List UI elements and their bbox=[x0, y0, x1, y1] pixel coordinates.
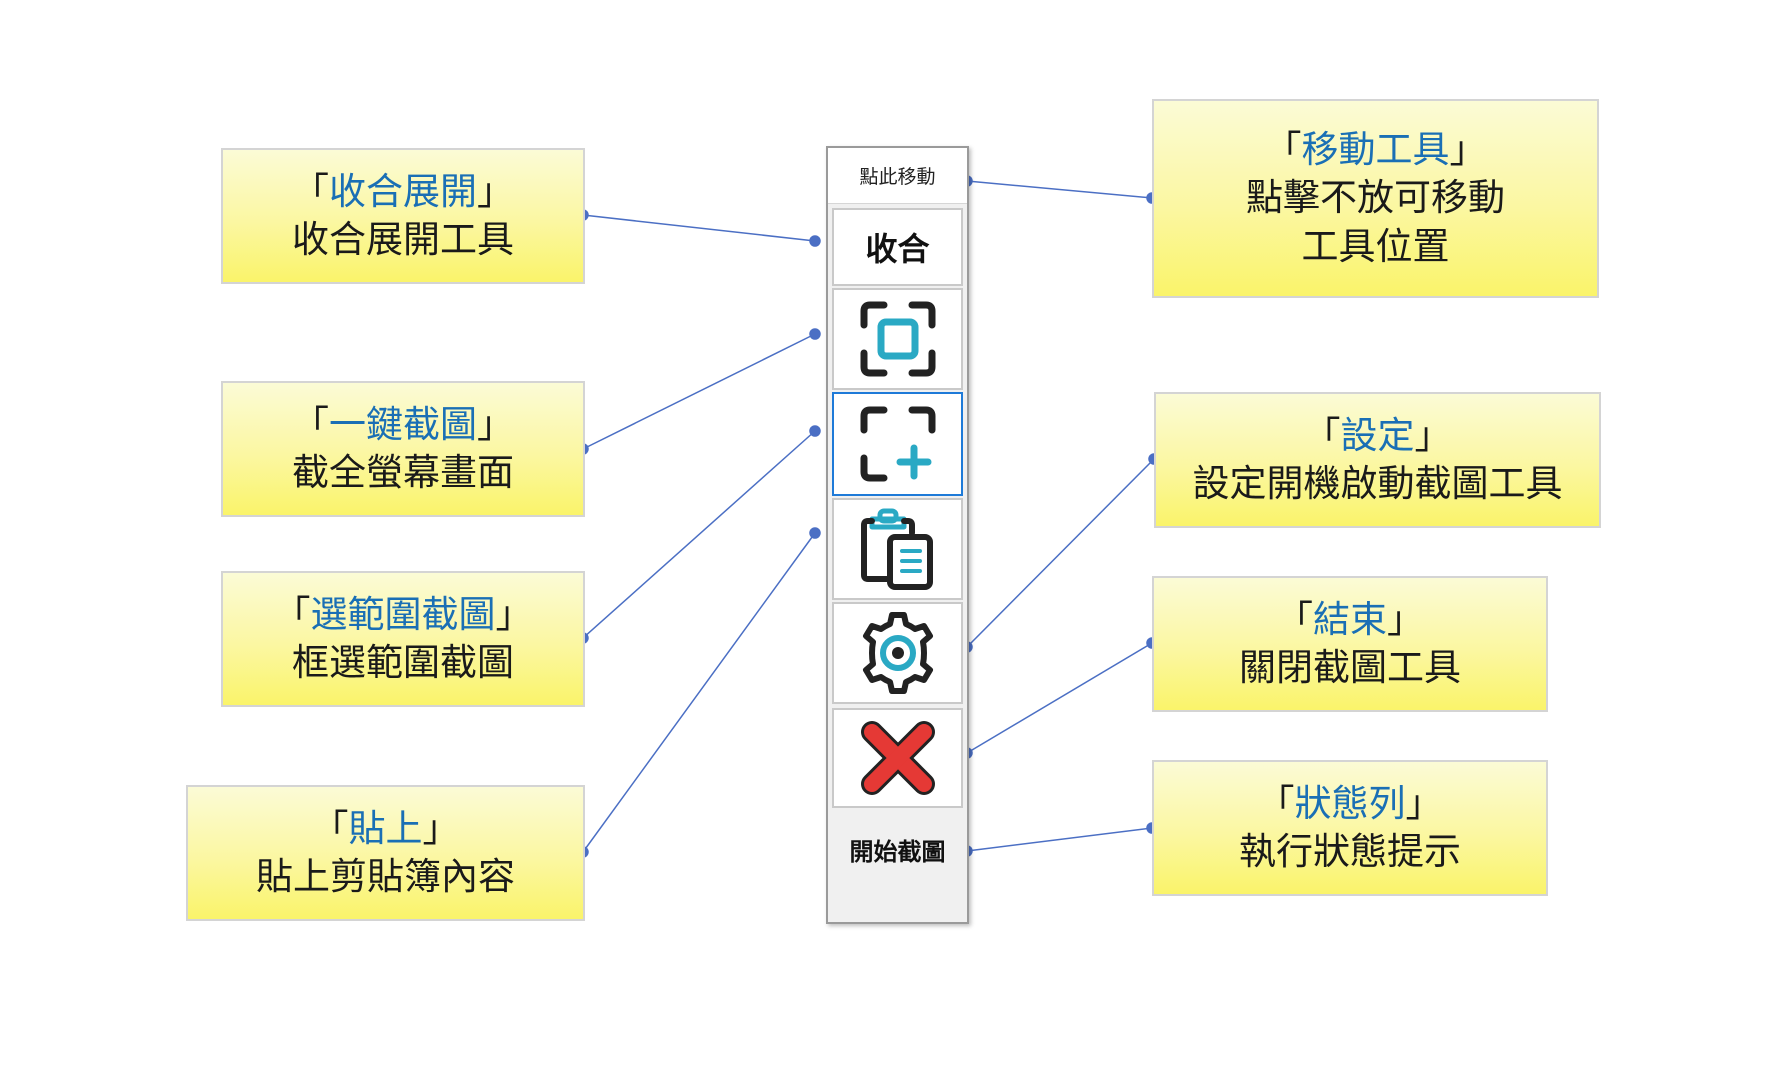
close-bracket: 」 bbox=[1449, 128, 1487, 172]
close-bracket: 」 bbox=[1387, 597, 1424, 641]
paste-button[interactable] bbox=[832, 498, 963, 600]
open-bracket: 「 bbox=[1257, 781, 1295, 825]
move-handle-label: 點此移動 bbox=[859, 166, 936, 188]
open-bracket: 「 bbox=[273, 592, 311, 636]
callout-region: 「選範圍截圖」 框選範圍截圖 bbox=[221, 571, 585, 707]
callout-settings: 「設定」 設定開機啟動截圖工具 bbox=[1154, 392, 1601, 528]
callout-paste: 「貼上」 貼上剪貼簿內容 bbox=[186, 785, 585, 921]
clipboard-icon bbox=[860, 508, 933, 590]
callout-close: 「結束」 關閉截圖工具 bbox=[1152, 576, 1548, 712]
callout-desc: 收合展開工具 bbox=[292, 218, 514, 261]
connector-region bbox=[582, 430, 816, 639]
connector-fullscreen bbox=[582, 333, 816, 450]
callout-desc: 點擊不放可移動 bbox=[1246, 176, 1505, 220]
close-bracket: 」 bbox=[1414, 413, 1452, 457]
callout-name: 設定 bbox=[1340, 413, 1415, 457]
callout-move: 「移動工具」 點擊不放可移動 工具位置 bbox=[1152, 99, 1599, 298]
connector-dot bbox=[809, 328, 821, 340]
callout-title: 「選範圍截圖」 bbox=[274, 591, 533, 639]
close-icon bbox=[860, 721, 935, 795]
status-bar: 開始截圖 bbox=[828, 810, 967, 920]
callout-fullscreen: 「一鍵截圖」 截全螢幕畫面 bbox=[221, 381, 585, 517]
callout-name: 貼上 bbox=[348, 806, 423, 850]
callout-name: 移動工具 bbox=[1301, 128, 1450, 172]
callout-desc: 貼上剪貼簿內容 bbox=[256, 855, 515, 898]
connector-close bbox=[966, 642, 1153, 754]
capture-toolbar: 點此移動 收合 bbox=[826, 146, 969, 924]
connector-dot bbox=[809, 425, 821, 437]
open-bracket: 「 bbox=[1303, 413, 1341, 457]
open-bracket: 「 bbox=[292, 169, 329, 213]
close-bracket: 」 bbox=[495, 592, 533, 636]
callout-title: 「移動工具」 bbox=[1265, 126, 1487, 174]
callout-desc: 框選範圍截圖 bbox=[292, 641, 514, 684]
settings-button[interactable] bbox=[832, 602, 963, 704]
callout-name: 一鍵截圖 bbox=[329, 402, 477, 446]
connector-move bbox=[966, 180, 1153, 199]
callout-title: 「設定」 bbox=[1304, 412, 1452, 460]
callout-desc: 截全螢幕畫面 bbox=[292, 451, 514, 494]
status-text: 開始截圖 bbox=[849, 838, 946, 866]
fullscreen-capture-button[interactable] bbox=[832, 288, 963, 390]
callout-title: 「一鍵截圖」 bbox=[292, 401, 514, 449]
callout-title: 「狀態列」 bbox=[1258, 780, 1443, 828]
close-bracket: 」 bbox=[477, 169, 514, 213]
callout-name: 收合展開 bbox=[329, 169, 477, 213]
callout-desc: 執行狀態提示 bbox=[1239, 830, 1461, 873]
connector-dot bbox=[809, 527, 821, 539]
connector-paste bbox=[582, 532, 816, 853]
open-bracket: 「 bbox=[1264, 128, 1302, 172]
open-bracket: 「 bbox=[292, 402, 329, 446]
connector-status bbox=[966, 827, 1153, 852]
callout-desc: 設定開機啟動截圖工具 bbox=[1192, 462, 1563, 505]
close-bracket: 」 bbox=[477, 402, 514, 446]
open-bracket: 「 bbox=[311, 806, 349, 850]
region-capture-button[interactable] bbox=[832, 392, 963, 496]
callout-title: 「貼上」 bbox=[312, 805, 460, 853]
callout-title: 「收合展開」 bbox=[292, 168, 514, 216]
connector-settings bbox=[966, 458, 1155, 648]
callout-desc: 關閉截圖工具 bbox=[1239, 646, 1461, 689]
callout-name: 結束 bbox=[1313, 597, 1387, 641]
callout-status: 「狀態列」 執行狀態提示 bbox=[1152, 760, 1548, 896]
callout-name: 選範圍截圖 bbox=[310, 592, 496, 636]
callout-title: 「結束」 bbox=[1276, 596, 1424, 644]
fullscreen-capture-icon bbox=[860, 301, 935, 377]
close-button[interactable] bbox=[832, 708, 963, 808]
open-bracket: 「 bbox=[1276, 597, 1313, 641]
callout-desc: 工具位置 bbox=[1301, 224, 1450, 268]
connector-collapse bbox=[582, 214, 816, 242]
callout-name: 狀態列 bbox=[1294, 781, 1406, 825]
region-capture-icon bbox=[860, 406, 935, 482]
gear-icon bbox=[862, 612, 933, 694]
connector-dot bbox=[809, 235, 821, 247]
collapse-button-label: 收合 bbox=[865, 230, 930, 268]
close-bracket: 」 bbox=[422, 806, 460, 850]
move-handle[interactable]: 點此移動 bbox=[828, 148, 967, 204]
collapse-button[interactable]: 收合 bbox=[832, 208, 963, 286]
close-bracket: 」 bbox=[1405, 781, 1443, 825]
callout-collapse: 「收合展開」 收合展開工具 bbox=[221, 148, 585, 284]
